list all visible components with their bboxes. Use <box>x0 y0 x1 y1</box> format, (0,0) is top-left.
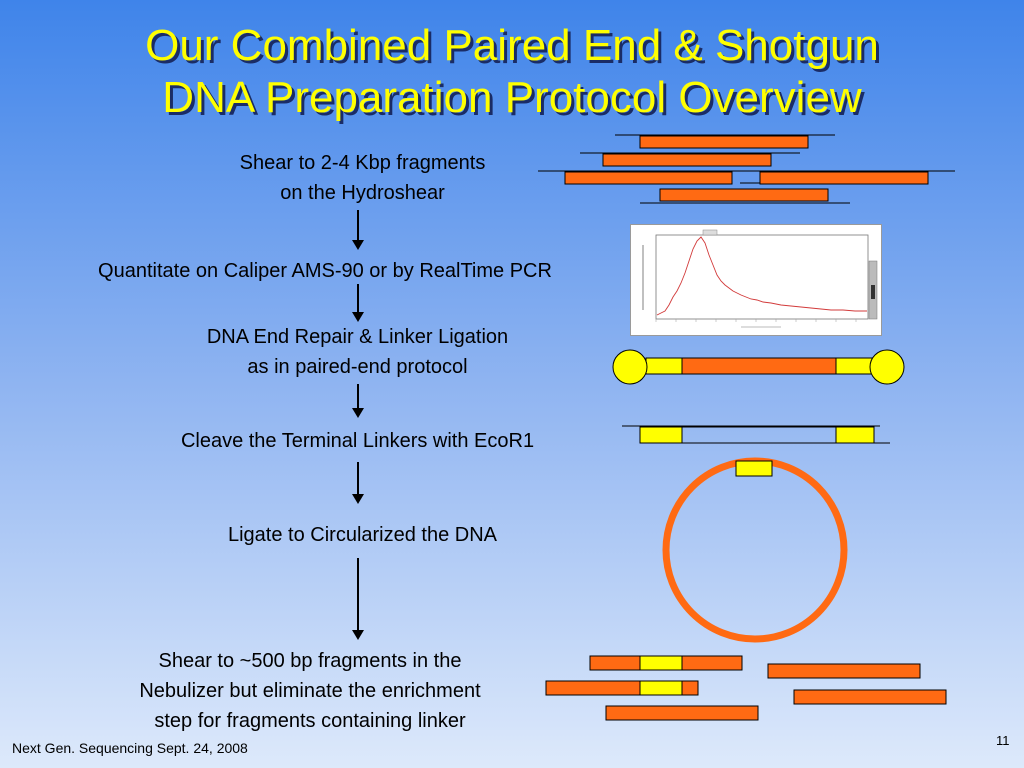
page-number: 11 <box>996 733 1010 748</box>
step-end-repair: DNA End Repair & Linker Ligation as in p… <box>140 322 575 382</box>
step-circularize: Ligate to Circularized the DNA <box>160 520 565 550</box>
slide-title-line-1: Our Combined Paired End & Shotgun <box>145 21 879 70</box>
electropherogram-trace <box>631 225 881 335</box>
step-6-line-2: Nebulizer but eliminate the enrichment <box>139 680 481 702</box>
step-1-line-2: on the Hydroshear <box>280 182 445 204</box>
flow-arrow-5 <box>352 558 364 640</box>
slide-title-line-2: DNA Preparation Protocol Overview <box>162 73 862 122</box>
step-5-line-1: Ligate to Circularized the DNA <box>227 524 497 546</box>
nebulized-fragments <box>545 655 947 721</box>
flow-arrow-1 <box>352 210 364 250</box>
circular-dna <box>662 457 848 643</box>
flow-arrow-3 <box>352 384 364 418</box>
step-cleave-linkers: Cleave the Terminal Linkers with EcoR1 <box>110 426 605 456</box>
step-6-line-1: Shear to ~500 bp fragments in the <box>158 650 462 672</box>
footer-text: Next Gen. Sequencing Sept. 24, 2008 <box>12 740 248 756</box>
cleaved-fragment <box>622 425 890 444</box>
step-3-line-2: as in paired-end protocol <box>247 356 468 378</box>
slide-title: Our Combined Paired End & Shotgun DNA Pr… <box>0 20 1024 124</box>
flow-arrow-4 <box>352 462 364 504</box>
step-shear-nebulizer: Shear to ~500 bp fragments in the Nebuli… <box>70 646 550 736</box>
step-6-line-3: step for fragments containing linker <box>154 710 466 732</box>
step-1-line-1: Shear to 2-4 Kbp fragments <box>239 152 486 174</box>
linker-ligated-fragment <box>612 349 905 385</box>
step-shear-hydroshear: Shear to 2-4 Kbp fragments on the Hydros… <box>180 148 545 208</box>
step-3-line-1: DNA End Repair & Linker Ligation <box>206 326 509 348</box>
step-4-line-1: Cleave the Terminal Linkers with EcoR1 <box>180 430 535 452</box>
step-2-line-1: Quantitate on Caliper AMS-90 or by RealT… <box>98 260 552 282</box>
step-quantitate: Quantitate on Caliper AMS-90 or by RealT… <box>20 256 630 286</box>
flow-arrow-2 <box>352 284 364 322</box>
caliper-trace-thumbnail <box>630 224 882 336</box>
sheared-fragments-illustration <box>538 134 955 204</box>
